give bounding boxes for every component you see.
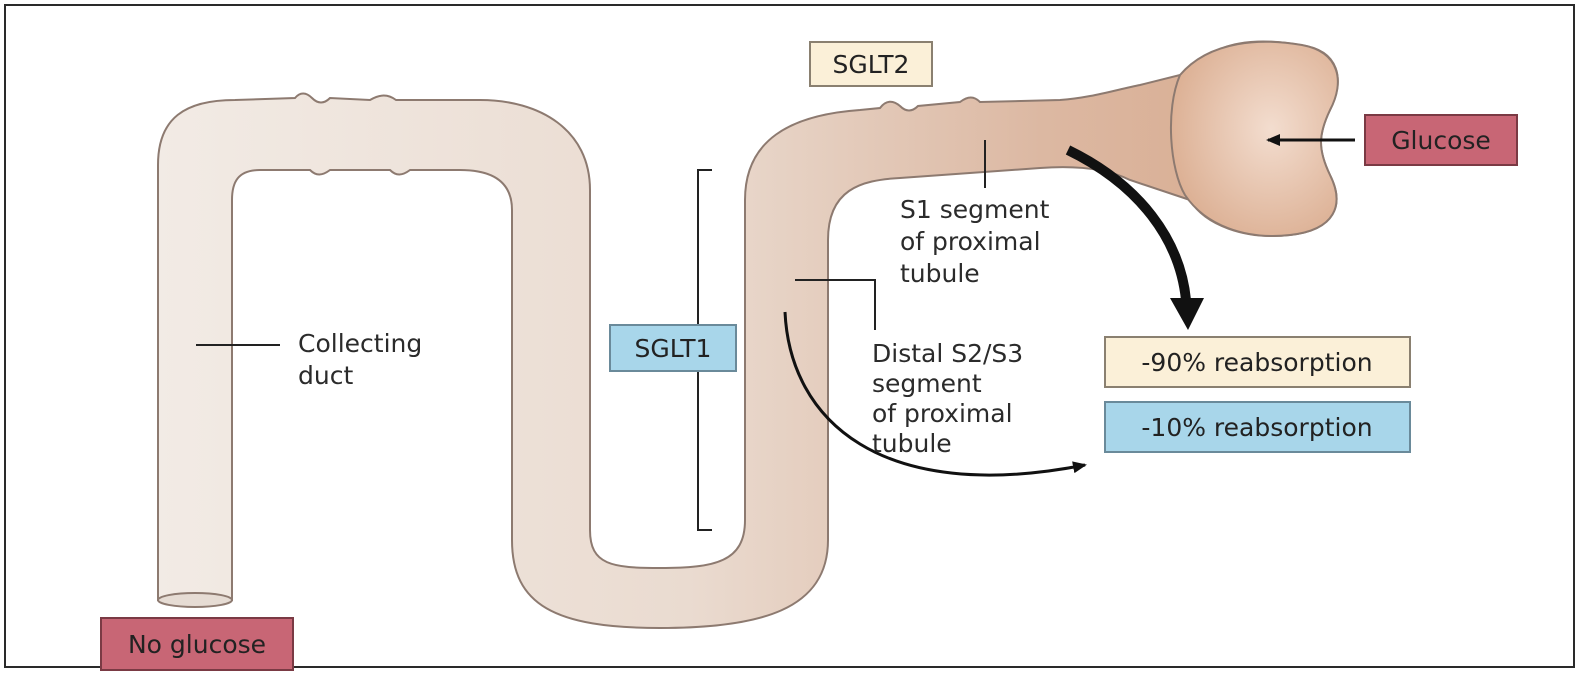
sglt2-box: SGLT2 <box>810 42 932 86</box>
sglt1-box: SGLT1 <box>610 325 736 371</box>
duct-end <box>158 593 232 607</box>
svg-text:Glucose: Glucose <box>1391 126 1491 155</box>
svg-text:SGLT2: SGLT2 <box>833 50 910 79</box>
svg-text:SGLT1: SGLT1 <box>635 334 712 363</box>
svg-text:-10% reabsorption: -10% reabsorption <box>1141 413 1372 442</box>
reabsorption-90-box: -90% reabsorption <box>1105 337 1410 387</box>
distal-segment-label: Distal S2/S3 segment of proximal tubule <box>872 339 1031 458</box>
glucose-box: Glucose <box>1365 115 1517 165</box>
s1-segment-label: S1 segment of proximal tubule <box>900 195 1057 288</box>
sglt2-arrowhead <box>1170 298 1204 330</box>
no-glucose-box: No glucose <box>101 618 293 670</box>
collecting-duct-label: Collecting duct <box>298 329 430 390</box>
svg-text:-90% reabsorption: -90% reabsorption <box>1141 348 1372 377</box>
reabsorption-10-box: -10% reabsorption <box>1105 402 1410 452</box>
svg-text:No glucose: No glucose <box>128 630 266 659</box>
